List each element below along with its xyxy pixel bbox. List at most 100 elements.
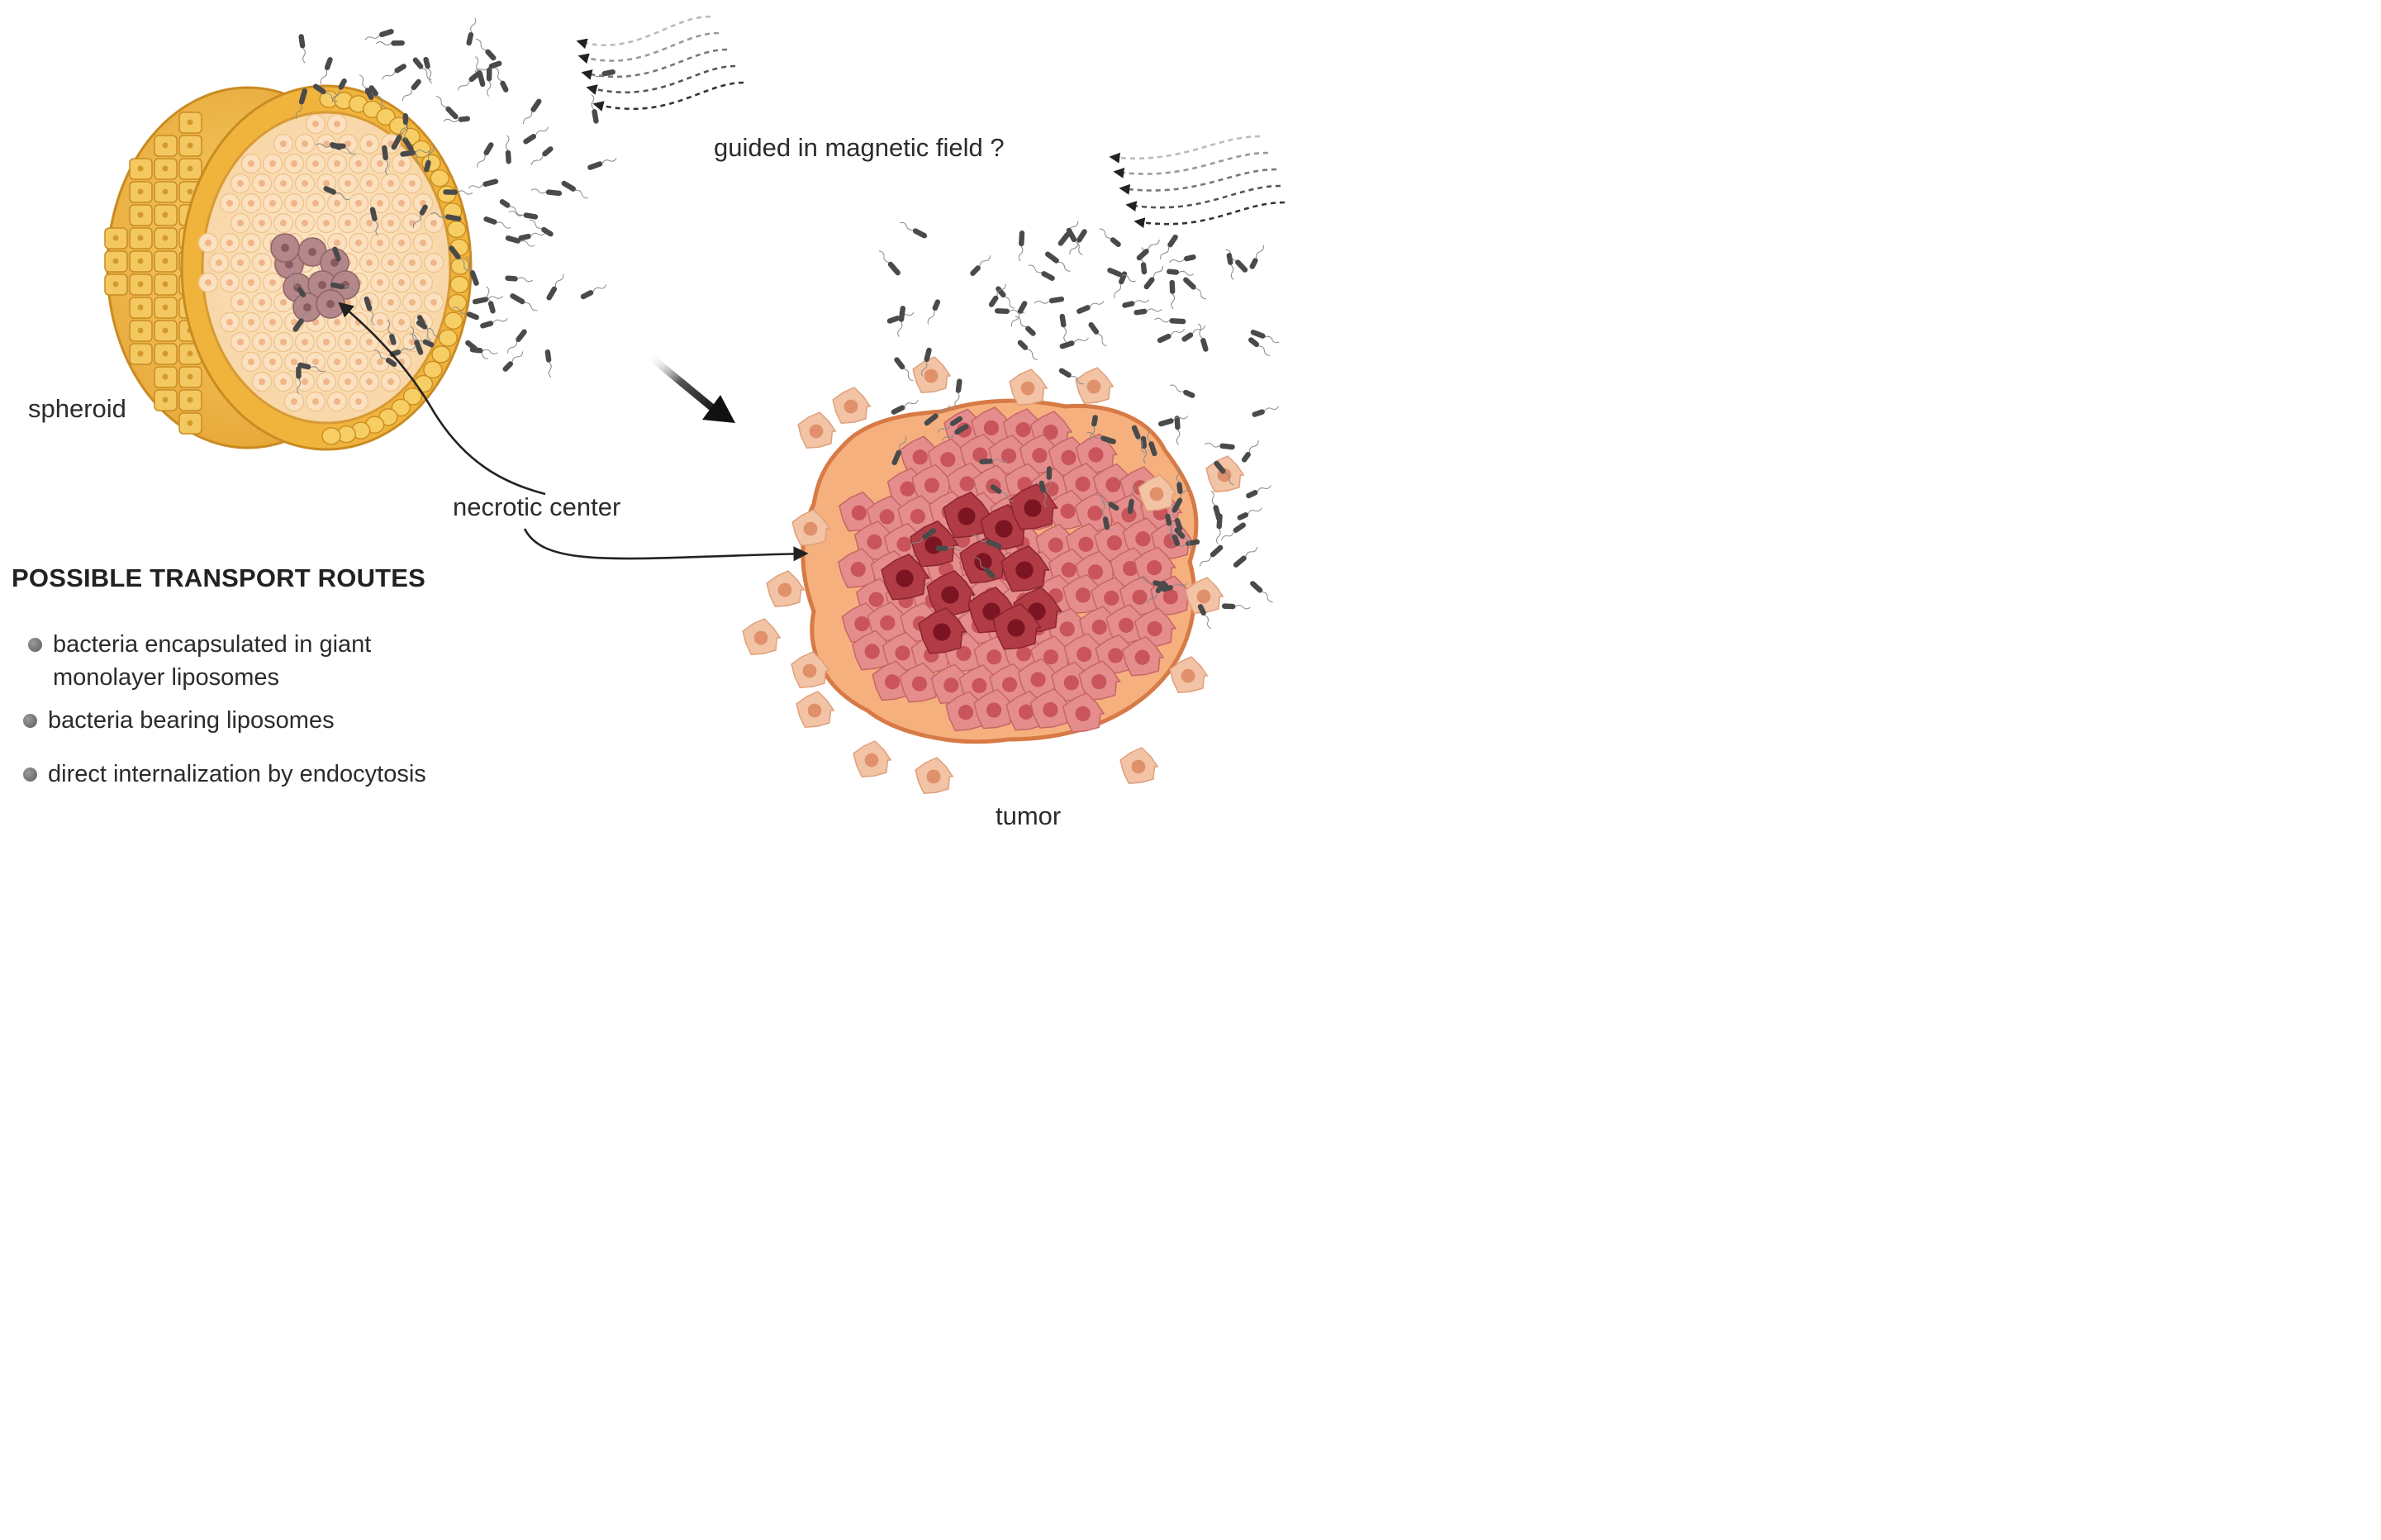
bacterium-body [1167, 269, 1180, 275]
bacterium [1059, 337, 1089, 349]
cell-nucleus [1015, 561, 1034, 579]
bacterium [332, 246, 345, 276]
bacterium [469, 346, 498, 354]
bacterium-flagellum [1216, 529, 1221, 544]
bacterium [580, 284, 607, 300]
bacterium [1167, 269, 1195, 276]
bacterium [970, 255, 991, 276]
cell-nucleus [187, 373, 193, 380]
bacterium-body [1161, 584, 1173, 592]
bacterium [994, 308, 1025, 315]
bacterium [1199, 544, 1224, 567]
bacterium-flagellum [1198, 323, 1203, 339]
bacterium-body [1174, 517, 1183, 531]
cell-nucleus [1088, 447, 1104, 463]
bacterium-body [402, 112, 409, 126]
bacterium [466, 255, 479, 286]
bacterium-flagellum [954, 392, 960, 408]
bacterium-flagellum [1180, 484, 1189, 498]
bacterium [1066, 227, 1083, 255]
cell-nucleus [924, 368, 939, 383]
bacterium-body [1017, 301, 1028, 314]
cell-nucleus [345, 339, 351, 345]
bacterium-flagellum [530, 188, 547, 194]
bacterium [494, 67, 509, 93]
bacterium-flagellum [1249, 440, 1259, 453]
bacterium-body [1214, 460, 1226, 474]
bacterium-body [1058, 368, 1072, 378]
bacterium-body [1197, 604, 1206, 616]
bacterium-body [369, 207, 378, 221]
bacterium [457, 69, 482, 91]
bacterium-flagellum [443, 118, 459, 122]
cell-nucleus [280, 180, 287, 187]
bacterium [1169, 279, 1176, 310]
bacterium-body [542, 146, 554, 157]
cell-nucleus [248, 240, 254, 246]
cell-nucleus [1043, 701, 1058, 718]
route-2-line-1: bacteria bearing liposomes [48, 707, 335, 734]
bacterium-flagellum [1220, 531, 1234, 540]
bacterium [523, 98, 542, 125]
bacterium [1018, 231, 1025, 262]
bacterium-body [423, 56, 430, 69]
bacterium [1099, 228, 1121, 247]
cell-nucleus [162, 281, 169, 288]
bacterium-body [1107, 267, 1123, 278]
cell-nucleus [248, 319, 254, 326]
bacterium-flagellum [326, 93, 339, 102]
bacterium-body [1235, 259, 1248, 273]
cell-nucleus [312, 200, 319, 207]
bacterium [430, 212, 462, 222]
bacterium-body [1165, 513, 1172, 526]
bacterium-body [935, 545, 948, 552]
bacterium-flagellum [1005, 296, 1015, 309]
cell-nucleus [312, 398, 319, 405]
bacterium-flagellum [457, 190, 473, 195]
cell-nucleus [864, 753, 879, 768]
bacterium-body [292, 318, 304, 332]
bacterium [391, 121, 408, 150]
bacterium-flagellum [972, 535, 986, 542]
bacterium-flagellum [1000, 492, 1014, 502]
cell-nucleus [187, 142, 193, 149]
bacterium-flagellum [979, 255, 991, 267]
cell-nucleus [259, 259, 265, 266]
bacterium [910, 528, 936, 547]
cell-nucleus [280, 140, 287, 147]
cell-nucleus [1147, 560, 1162, 576]
magnetic-field-arrows-top [576, 15, 744, 112]
cell-nucleus [345, 140, 351, 147]
bacterium-flagellum [1015, 316, 1027, 328]
bacterium-body [412, 57, 424, 69]
cell-nucleus [972, 447, 988, 463]
bacterium-body [1252, 409, 1265, 417]
cell-nucleus [1061, 562, 1076, 578]
bacterium-flagellum [402, 89, 413, 102]
bacterium-flagellum [295, 104, 302, 119]
cell-nucleus [1076, 646, 1092, 663]
cell-nucleus [226, 279, 233, 286]
spheroid [104, 84, 473, 451]
bacterium-body [466, 31, 474, 46]
bacterium [1010, 301, 1028, 327]
cell-nucleus [269, 319, 276, 326]
bacterium-body [1076, 229, 1087, 243]
bacterium-body [1174, 416, 1181, 430]
bacterium-flagellum [1169, 259, 1185, 263]
rim-cell [431, 345, 451, 364]
bacterium-body [1181, 332, 1194, 342]
bacterium-flagellum [592, 284, 607, 292]
bacterium [1160, 234, 1178, 259]
bacterium-flagellum [482, 349, 498, 354]
bacterium-flagellum [1145, 426, 1151, 442]
bacterium-body [580, 290, 594, 300]
bacterium [990, 484, 1014, 502]
bacterium-flagellum [1265, 335, 1280, 344]
bacterium-body [1133, 308, 1148, 316]
bacterium-body [487, 301, 496, 314]
bacterium-body [1057, 231, 1071, 246]
bacterium-flagellum [1090, 300, 1105, 307]
cell-nucleus [334, 200, 340, 207]
cell-nucleus [1020, 381, 1035, 396]
